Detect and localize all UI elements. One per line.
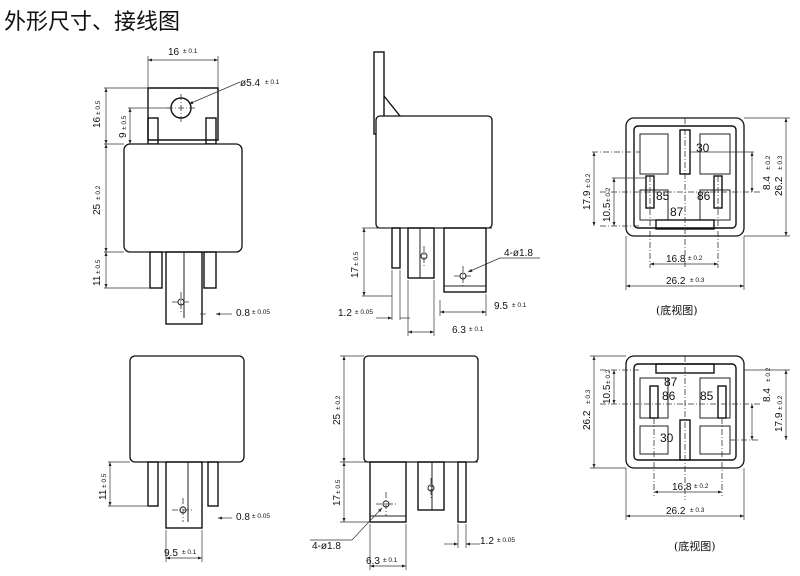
bottom-view-caption: (底视图) [656, 303, 698, 317]
svg-text:± 0.05: ± 0.05 [497, 537, 515, 544]
bottom-view-2: 87 86 85 30 26.2 ± 0.3 10.5 ± 0.2 8.4 ± … [582, 355, 790, 553]
svg-text:± 0.3: ± 0.3 [585, 389, 592, 404]
pin-30-label: 30 [696, 141, 710, 155]
pin-87-label: 87 [670, 205, 684, 219]
svg-text:± 0.2: ± 0.2 [585, 173, 592, 188]
svg-text:16.8: 16.8 [666, 254, 686, 265]
svg-text:4-ø1.8: 4-ø1.8 [504, 248, 533, 259]
svg-text:87: 87 [664, 375, 678, 389]
side-view-no-tab: 25 ± 0.2 17 ± 0.5 4-ø1.8 1.2 ± 0.05 6.3 … [310, 355, 515, 570]
svg-text:± 0.2: ± 0.2 [688, 255, 703, 262]
dim-16-top: 16 [168, 47, 180, 58]
svg-text:± 0.1: ± 0.1 [183, 48, 198, 55]
svg-text:26.2: 26.2 [666, 506, 686, 517]
svg-text:± 0.2: ± 0.2 [777, 395, 784, 410]
svg-text:± 0.1: ± 0.1 [512, 302, 527, 309]
pin-85-label: 85 [656, 189, 670, 203]
svg-text:± 0.5: ± 0.5 [353, 251, 360, 266]
svg-text:± 0.2: ± 0.2 [765, 367, 772, 382]
svg-text:10.5: 10.5 [602, 202, 613, 222]
svg-text:± 0.2: ± 0.2 [605, 369, 612, 384]
svg-text:± 0.2: ± 0.2 [335, 395, 342, 410]
svg-text:± 0.2: ± 0.2 [605, 187, 612, 202]
svg-text:8.4: 8.4 [762, 176, 773, 190]
bottom-view-caption-2: (底视图) [674, 539, 716, 553]
svg-text:0.8: 0.8 [236, 308, 250, 319]
front-view-with-tab: 16 ± 0.1 16 ± 0.5 9 ± 0.5 25 ± 0.2 11 ± … [92, 47, 280, 325]
bottom-view-1: 30 85 86 87 17.9 ± 0.2 10.5 ± 0.2 8.4 ± … [582, 117, 790, 317]
svg-text:± 0.5: ± 0.5 [101, 473, 108, 488]
svg-text:± 0.1: ± 0.1 [182, 549, 197, 556]
svg-text:30: 30 [660, 431, 674, 445]
svg-text:± 0.05: ± 0.05 [355, 309, 373, 316]
side-view-with-tab: 17 ± 0.5 4-ø1.8 9.5 ± 0.1 1.2 ± 0.05 6.3… [338, 51, 540, 336]
svg-text:± 0.2: ± 0.2 [765, 155, 772, 170]
svg-text:9.5: 9.5 [494, 301, 508, 312]
svg-text:17: 17 [332, 494, 343, 506]
svg-text:4-ø1.8: 4-ø1.8 [312, 541, 341, 552]
svg-text:11: 11 [92, 275, 103, 286]
svg-text:± 0.3: ± 0.3 [690, 507, 705, 514]
svg-text:17.9: 17.9 [582, 190, 593, 210]
svg-text:17.9: 17.9 [774, 412, 785, 432]
svg-text:17: 17 [350, 266, 361, 278]
svg-text:26.2: 26.2 [774, 176, 785, 196]
svg-text:0.8: 0.8 [236, 512, 250, 523]
svg-text:± 0.05: ± 0.05 [252, 309, 270, 316]
svg-text:8.4: 8.4 [762, 388, 773, 402]
svg-text:26.2: 26.2 [582, 410, 593, 430]
svg-text:± 0.5: ± 0.5 [95, 100, 102, 115]
svg-text:± 0.2: ± 0.2 [95, 185, 102, 200]
svg-text:± 0.1: ± 0.1 [383, 557, 398, 564]
svg-text:± 0.2: ± 0.2 [694, 483, 709, 490]
svg-text:11: 11 [98, 489, 109, 500]
svg-text:85: 85 [700, 389, 714, 403]
svg-text:9.5: 9.5 [164, 548, 178, 559]
svg-text:± 0.5: ± 0.5 [335, 479, 342, 494]
svg-text:6.3: 6.3 [452, 325, 466, 336]
svg-text:26.2: 26.2 [666, 276, 686, 287]
svg-text:6.3: 6.3 [366, 556, 380, 567]
svg-text:ø5.4: ø5.4 [240, 78, 260, 89]
pin-86-label: 86 [697, 189, 711, 203]
svg-text:± 0.1: ± 0.1 [265, 79, 280, 86]
front-view-no-tab: 11 ± 0.5 0.8 ± 0.05 9.5 ± 0.1 [98, 355, 270, 562]
svg-text:10.5: 10.5 [602, 384, 613, 404]
svg-text:1.2: 1.2 [338, 308, 352, 319]
svg-text:16: 16 [92, 116, 103, 128]
svg-text:± 0.5: ± 0.5 [95, 259, 102, 274]
svg-text:9: 9 [118, 132, 129, 138]
svg-text:± 0.1: ± 0.1 [469, 326, 484, 333]
page-title: 外形尺寸、接线图 [4, 10, 181, 35]
svg-text:25: 25 [332, 413, 343, 425]
svg-text:± 0.3: ± 0.3 [690, 277, 705, 284]
svg-text:1.2: 1.2 [480, 536, 494, 547]
svg-text:± 0.3: ± 0.3 [777, 155, 784, 170]
svg-text:86: 86 [662, 389, 676, 403]
svg-text:± 0.05: ± 0.05 [252, 513, 270, 520]
svg-text:25: 25 [92, 203, 103, 215]
svg-text:16.8: 16.8 [672, 482, 692, 493]
svg-text:± 0.5: ± 0.5 [121, 115, 128, 130]
